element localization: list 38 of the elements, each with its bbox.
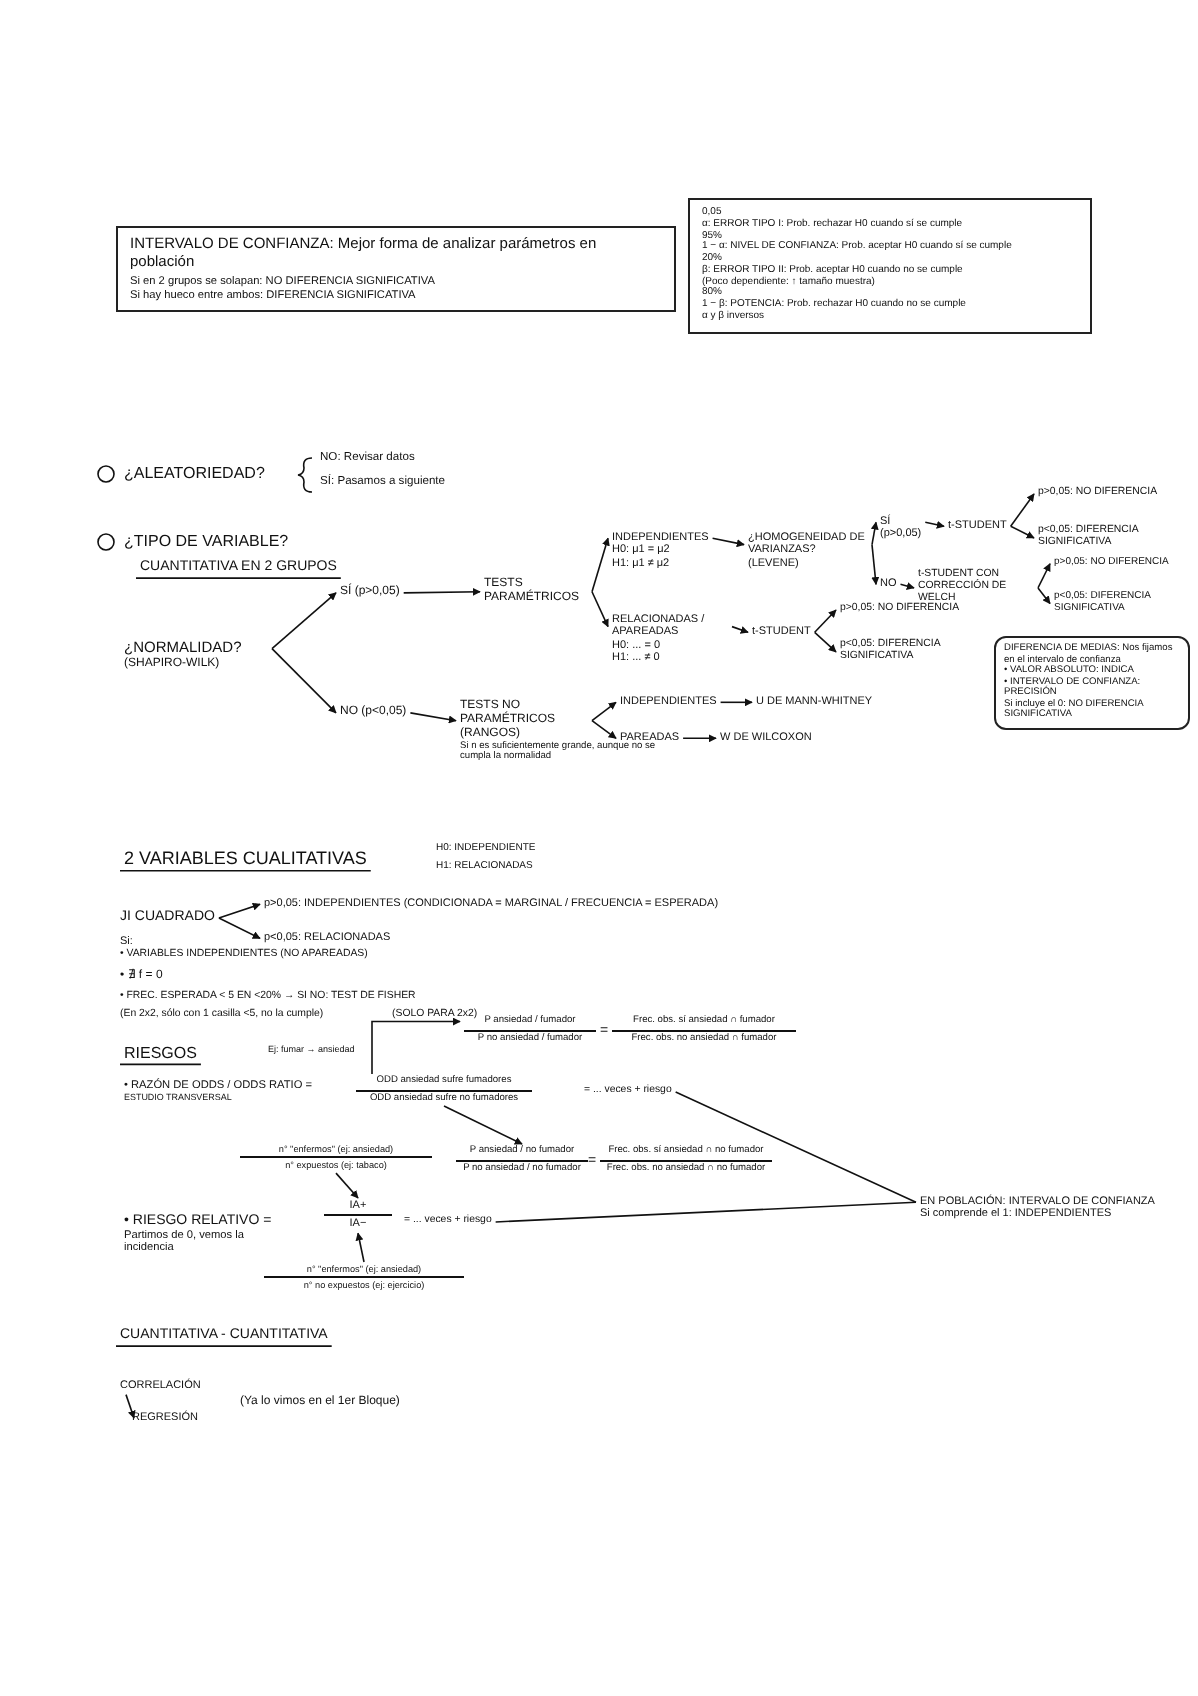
question-heading: ¿ALEATORIEDAD? [124, 464, 265, 483]
bordered-note-box [688, 198, 1092, 333]
arrow [591, 701, 617, 722]
arrow [371, 1017, 461, 1075]
section-heading: RIESGOS [124, 1044, 197, 1063]
connector-line [674, 1091, 917, 1204]
arrow [813, 631, 837, 653]
arrow [1009, 493, 1035, 528]
arrow [870, 521, 879, 546]
arrow [402, 587, 481, 596]
arrow [1037, 562, 1051, 589]
arrow [899, 582, 915, 590]
arrow [409, 712, 457, 724]
arrow [271, 592, 337, 650]
arrow [924, 520, 945, 529]
arrow [719, 698, 753, 707]
arrow [871, 543, 880, 586]
arrow [218, 902, 261, 919]
arrow [731, 625, 749, 634]
arrow [218, 917, 261, 940]
arrow [443, 1105, 523, 1145]
arrow [1009, 525, 1035, 539]
arrow [682, 734, 717, 743]
bordered-note-box [116, 226, 676, 313]
question-heading: ¿TIPO DE VARIABLE? [124, 532, 289, 551]
arrow [813, 609, 837, 634]
arrow [711, 537, 745, 548]
arrow [1037, 587, 1051, 605]
connector-line [494, 1201, 917, 1223]
arrow [591, 537, 610, 593]
arrow [355, 1232, 365, 1263]
section-heading: 2 VARIABLES CUALITATIVAS [124, 848, 367, 869]
arrow [591, 719, 617, 740]
arrow [335, 1172, 359, 1199]
note-box [994, 636, 1190, 730]
arrow [125, 1393, 136, 1419]
arrow [271, 647, 337, 714]
arrow [591, 591, 609, 628]
